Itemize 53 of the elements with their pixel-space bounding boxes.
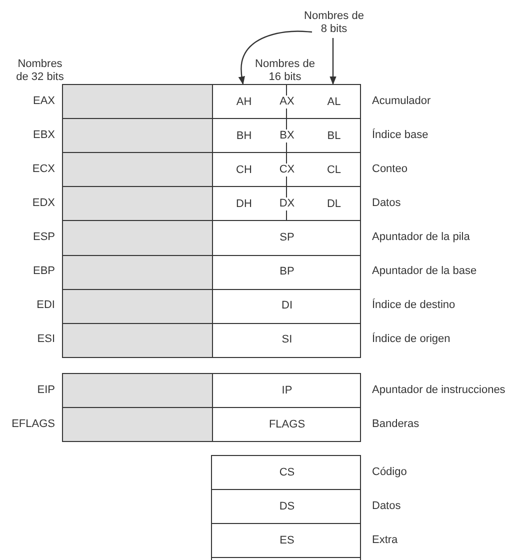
register-description: Acumulador [372, 94, 431, 108]
register-box [62, 118, 361, 154]
register-box [62, 84, 361, 120]
register-name: EBX [32, 128, 55, 142]
register-description: Apuntador de la pila [372, 230, 470, 244]
register-name: DX [278, 197, 296, 210]
register-name: EDI [36, 299, 55, 312]
register-box [62, 288, 361, 324]
register-name: CX [278, 163, 296, 176]
register-description: Datos [372, 500, 401, 513]
register-description: Conteo [372, 162, 408, 176]
register-description: Extra [372, 534, 398, 547]
arrow [238, 30, 312, 85]
register-box [62, 220, 361, 256]
register-byte-cell: BL [309, 119, 359, 152]
register-byte-cell: DH [219, 187, 269, 221]
register-box [211, 455, 361, 490]
register-byte-cell: AH [219, 85, 269, 118]
register-box [62, 407, 361, 442]
register-byte-cell: BH [219, 119, 269, 152]
register-byte-cell: CL [309, 153, 359, 187]
register-description: Datos [372, 196, 401, 210]
register-description: Banderas [372, 418, 420, 431]
register-byte-cell: AL [309, 85, 359, 118]
register-box [62, 152, 361, 188]
heading-text: Nombres de 8 bits [304, 10, 364, 36]
register-box [62, 186, 361, 222]
register-description: Índice base [372, 128, 428, 142]
register-name: ECX [32, 162, 55, 176]
register-name: EAX [32, 94, 55, 108]
register-description: Código [372, 466, 407, 479]
heading-text: Nombres de 32 bits [15, 58, 65, 84]
register-name: AX [278, 95, 296, 108]
register-description: Índice de destino [372, 299, 456, 312]
arrow [330, 38, 336, 85]
register-box [211, 489, 361, 524]
heading-text: Nombres de 16 bits [254, 58, 316, 84]
register-name: ESI [37, 333, 55, 346]
register-byte-cell: DL [309, 187, 359, 221]
register-description: Índice de origen [372, 333, 450, 346]
register-box [62, 254, 361, 290]
register-name: EBP [32, 265, 55, 278]
register-box [62, 373, 361, 408]
register-box [62, 322, 361, 358]
register-name: EFLAGS [12, 418, 55, 431]
register-name: ESP [32, 230, 55, 244]
register-byte-cell: CH [219, 153, 269, 187]
register-name: EIP [37, 384, 55, 397]
register-description: Apuntador de la base [372, 265, 477, 278]
register-description: Apuntador de instrucciones [372, 384, 506, 397]
register-name: EDX [32, 196, 55, 210]
register-name: BX [278, 129, 296, 142]
register-box [211, 523, 361, 558]
